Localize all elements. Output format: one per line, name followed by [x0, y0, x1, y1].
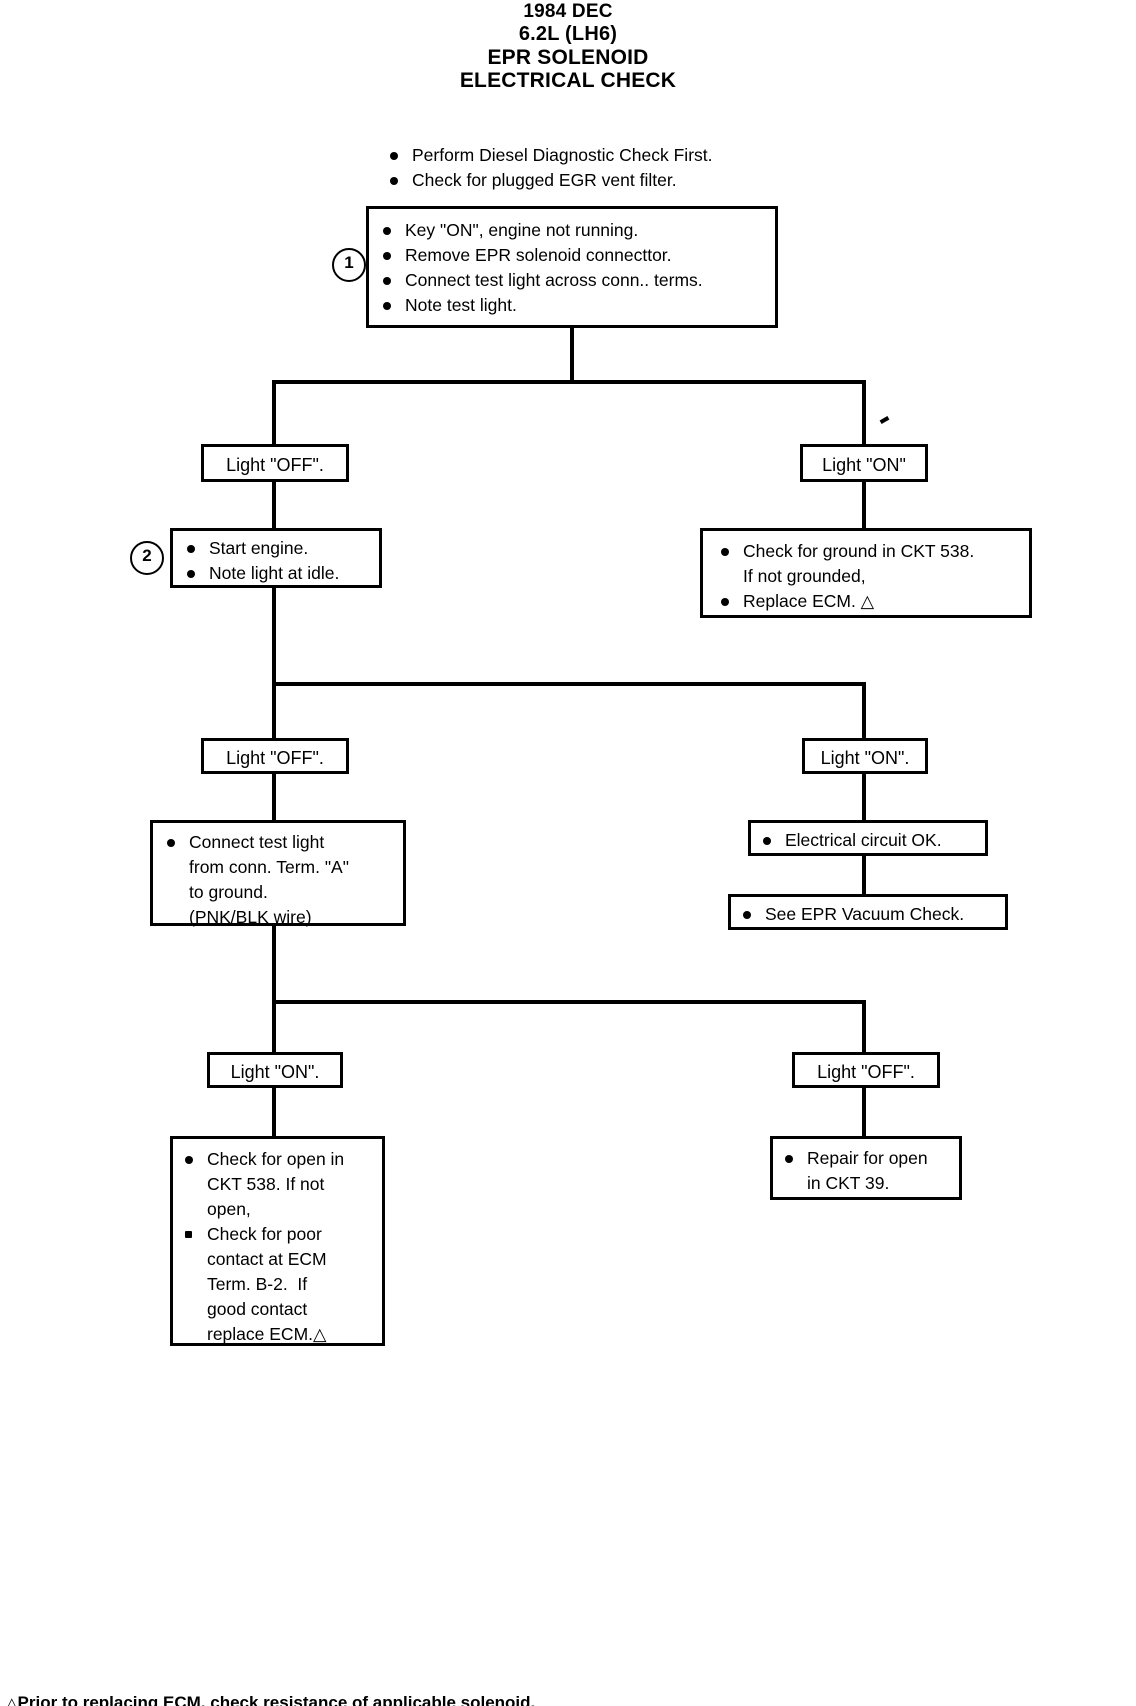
list-item: CKT 538. If not [207, 1174, 325, 1194]
bullet-icon [785, 1155, 793, 1163]
list-item: See EPR Vacuum Check. [739, 902, 1005, 927]
connector-line [272, 926, 276, 1020]
title-line-system: EPR SOLENOID [487, 46, 649, 69]
bullet-icon [187, 545, 195, 553]
bullet-icon [167, 839, 175, 847]
check-open-box: Check for open in CKT 538. If not open, … [170, 1136, 385, 1346]
circuit-ok-box: Electrical circuit OK. [748, 820, 988, 856]
list-item: to ground. [189, 882, 268, 902]
page-title: 1984 DEC 6.2L (LH6) EPR SOLENOID ELECTRI… [0, 0, 1136, 92]
connector-line [570, 328, 574, 382]
list-item: good contact [207, 1299, 308, 1319]
list-item: Term. B-2. If [207, 1274, 308, 1294]
bullet-icon [383, 252, 391, 260]
bullet-icon [390, 177, 398, 185]
bullet-icon [185, 1231, 192, 1238]
list-item: Check for ground in CKT 538. [717, 539, 1029, 564]
connector-line [862, 682, 866, 738]
list-item: Check for poor [181, 1222, 382, 1247]
list-item: Check for open in [181, 1147, 382, 1172]
light-on-node-2: Light "ON". [802, 738, 928, 774]
connector-line [272, 482, 276, 530]
connect-test-light-box: Connect test light from conn. Term. "A" … [150, 820, 406, 927]
list-item: from conn. Term. "A" [189, 857, 349, 877]
connector-line [862, 482, 866, 528]
step-marker-2: 2 [130, 541, 164, 575]
bullet-icon [383, 302, 391, 310]
list-item: Connect test light [163, 830, 403, 855]
connector-line [272, 588, 276, 684]
preliminary-checks: Perform Diesel Diagnostic Check First. C… [386, 143, 806, 193]
footnote: △Prior to replacing ECM, check resistanc… [6, 1640, 535, 1706]
list-item: Check for plugged EGR vent filter. [386, 168, 806, 193]
title-line-date: 1984 DEC [523, 1, 613, 22]
bullet-icon [383, 277, 391, 285]
list-item: Remove EPR solenoid connecttor. [379, 243, 775, 268]
list-item: in CKT 39. [807, 1173, 890, 1193]
list-item: replace ECM.△ [207, 1324, 327, 1344]
title-line-engine: 6.2L (LH6) [518, 23, 618, 45]
connector-line [862, 774, 866, 820]
bullet-icon [187, 570, 195, 578]
connector-line [862, 856, 866, 894]
list-item: (PNK/BLK wire) [189, 907, 312, 927]
connector-line [272, 1000, 866, 1004]
start-engine-box: Start engine. Note light at idle. [170, 528, 382, 588]
see-vacuum-check-box: See EPR Vacuum Check. [728, 894, 1008, 930]
list-item: If not grounded, [743, 566, 866, 586]
connector-line [272, 380, 866, 384]
light-on-node-3: Light "ON". [207, 1052, 343, 1088]
bullet-icon [763, 837, 771, 845]
bullet-icon [383, 227, 391, 235]
scan-artifact-mark [879, 416, 890, 424]
connector-line [862, 1000, 866, 1052]
light-off-node-2: Light "OFF". [201, 738, 349, 774]
list-item: open, [207, 1199, 251, 1219]
title-line-check: ELECTRICAL CHECK [459, 69, 677, 92]
bullet-icon [721, 548, 729, 556]
list-item: Note test light. [379, 293, 775, 318]
check-ground-box: Check for ground in CKT 538. If not grou… [700, 528, 1032, 618]
list-item: Perform Diesel Diagnostic Check First. [386, 143, 806, 168]
connector-line [272, 774, 276, 822]
light-on-node-1: Light "ON" [800, 444, 928, 482]
repair-open-box: Repair for open in CKT 39. [770, 1136, 962, 1200]
connector-line [272, 1088, 276, 1138]
bullet-icon [390, 152, 398, 160]
light-off-node-3: Light "OFF". [792, 1052, 940, 1088]
key-on-test-box: Key "ON", engine not running. Remove EPR… [366, 206, 778, 328]
footnote-line-1: △Prior to replacing ECM, check resistanc… [6, 1690, 535, 1706]
connector-line [862, 380, 866, 444]
light-off-node-1: Light "OFF". [201, 444, 349, 482]
list-item: Start engine. [183, 536, 379, 561]
connector-line [272, 1000, 276, 1052]
bullet-icon [185, 1156, 193, 1164]
list-item: Electrical circuit OK. [759, 828, 985, 853]
connector-line [272, 682, 866, 686]
list-item: Note light at idle. [183, 561, 379, 586]
triangle-icon: △ [6, 1695, 18, 1706]
list-item: Replace ECM. △ [717, 589, 1029, 614]
list-item: Connect test light across conn.. terms. [379, 268, 775, 293]
list-item: Repair for open [781, 1146, 959, 1171]
connector-line [272, 682, 276, 738]
bullet-icon [743, 911, 751, 919]
connector-line [862, 1088, 866, 1136]
list-item: Key "ON", engine not running. [379, 218, 775, 243]
list-item: contact at ECM [207, 1249, 327, 1269]
bullet-icon [721, 598, 729, 606]
step-marker-1: 1 [332, 248, 366, 282]
connector-line [272, 380, 276, 444]
